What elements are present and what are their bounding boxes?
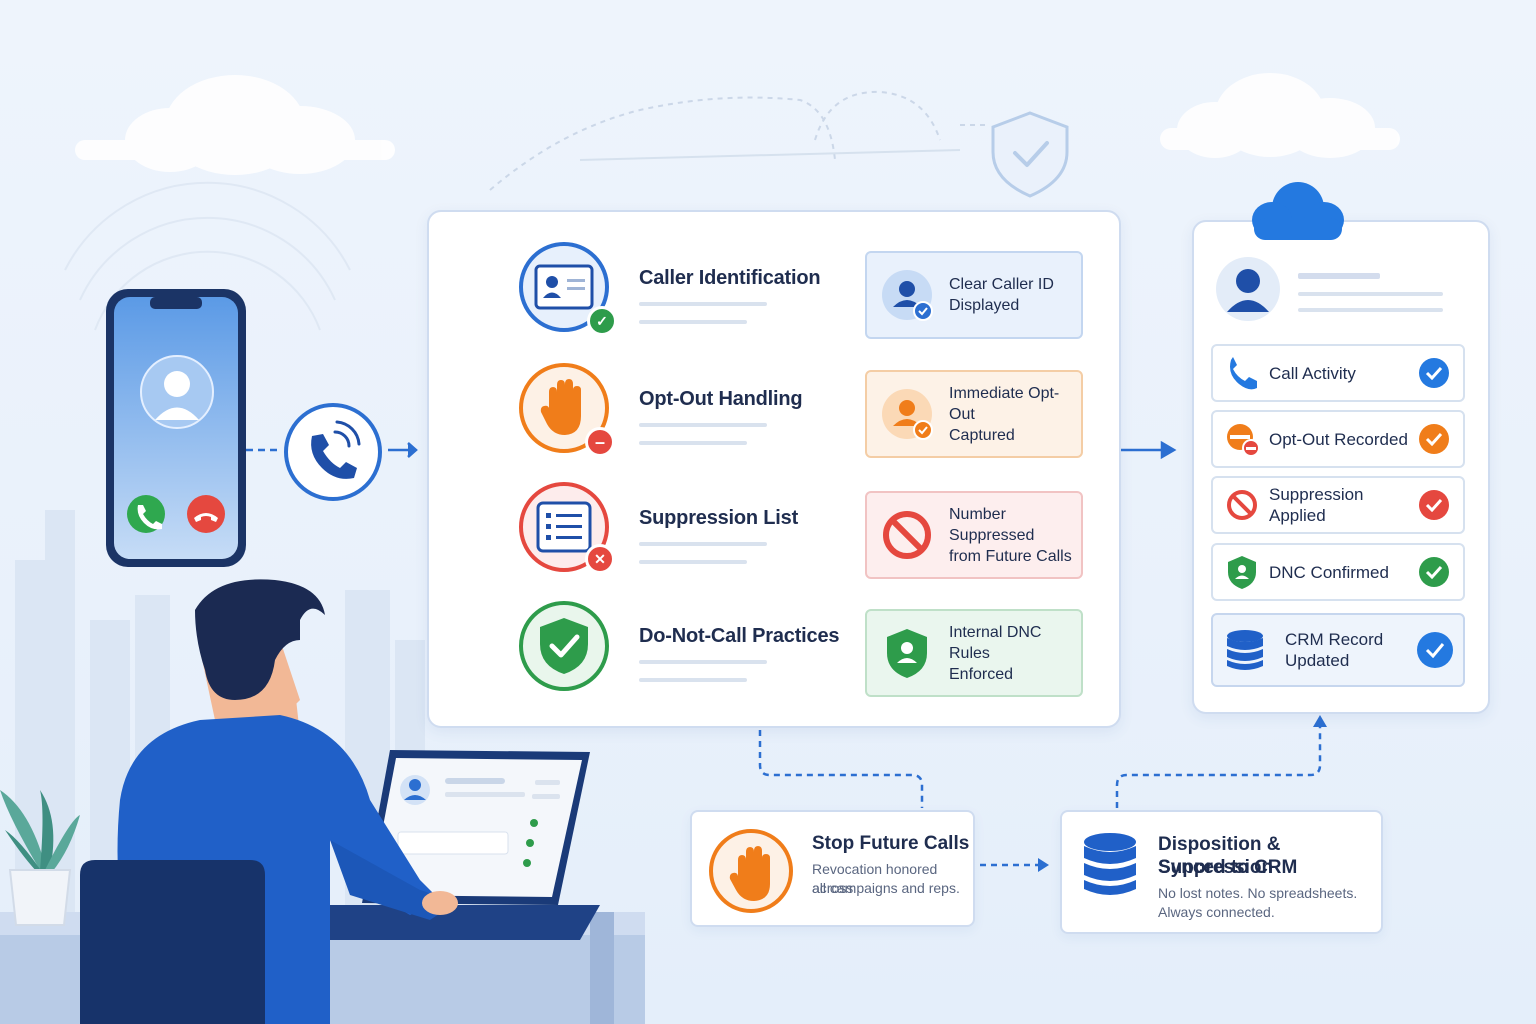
step-title-opt-out-handling: Opt-Out Handling <box>639 388 803 410</box>
x-badge-icon: ✕ <box>585 544 615 574</box>
cloud-right <box>1160 73 1400 158</box>
opt-out-user-icon <box>881 388 933 440</box>
database-icon <box>1225 628 1265 672</box>
prohibited-icon <box>1225 488 1259 522</box>
minus-badge-icon: – <box>585 427 615 457</box>
placeholder-line <box>639 320 747 324</box>
verified-user-icon <box>881 269 933 321</box>
laptop <box>280 750 600 940</box>
crm-item-call-activity: Call Activity <box>1211 344 1465 402</box>
check-icon <box>1419 490 1449 520</box>
result-clear-caller-id: Clear Caller ID Displayed <box>865 251 1083 339</box>
bottom-dashed-flow <box>758 726 1322 867</box>
crm-item-label: Suppression Applied <box>1269 485 1364 525</box>
opt-out-icon <box>1225 422 1260 457</box>
check-badge-icon: ✓ <box>587 306 617 336</box>
crm-item-opt-out-recorded: Opt-Out Recorded <box>1211 410 1465 468</box>
stop-future-calls-title: Stop Future Calls <box>812 833 970 854</box>
phone-icon <box>1225 356 1259 390</box>
placeholder-line <box>639 542 767 546</box>
decline-call-icon[interactable] <box>187 495 225 533</box>
stop-hand-icon <box>540 379 581 435</box>
check-icon <box>1419 557 1449 587</box>
stop-hand-icon <box>709 829 793 913</box>
id-card-icon <box>534 264 594 310</box>
placeholder-line <box>639 423 767 427</box>
shield-user-icon <box>881 627 933 679</box>
stop-future-calls-sub: Revocation honored across <box>812 861 938 896</box>
placeholder-line <box>639 660 767 664</box>
result-line: from Future Calls <box>949 547 1072 565</box>
crm-item-label: Opt-Out Recorded <box>1269 429 1408 449</box>
disposition-sync-title: Disposition & Suppression <box>1158 834 1281 878</box>
avatar <box>1216 257 1280 321</box>
top-dashed-arcs <box>489 90 990 191</box>
step-title-suppression-list: Suppression List <box>639 507 799 529</box>
result-line: Immediate Opt-Out <box>949 384 1060 423</box>
suppression-list-icon-circle <box>519 482 609 572</box>
placeholder-line <box>1298 308 1443 312</box>
placeholder-line <box>1298 292 1443 296</box>
database-icon <box>1084 833 1136 895</box>
stop-future-calls-sub: all campaigns and reps. <box>812 880 960 896</box>
result-line: Clear Caller ID <box>949 276 1054 293</box>
step-title-do-not-call-practices: Do-Not-Call Practices <box>639 625 840 647</box>
crm-item-label: DNC Confirmed <box>1269 562 1389 582</box>
placeholder-line <box>1298 273 1380 279</box>
check-icon <box>1419 424 1449 454</box>
check-icon <box>1419 358 1449 388</box>
result-line: Number Suppressed <box>949 505 1035 544</box>
disposition-sync-card: Disposition & Suppression Synced to CRM … <box>1060 810 1383 934</box>
crm-record-line: CRM Record <box>1285 630 1384 649</box>
person-illustration <box>80 579 458 1024</box>
result-line: Internal DNC Rules <box>949 623 1042 662</box>
step-title-caller-identification: Caller Identification <box>639 267 821 289</box>
result-line: Displayed <box>949 297 1020 314</box>
dnc-icon-circle <box>519 601 609 691</box>
shield-top-icon <box>991 111 1069 198</box>
disposition-sync-sub: Always connected. <box>1158 904 1275 920</box>
prohibited-icon <box>881 509 933 561</box>
crm-record-updated: CRM Record Updated <box>1211 613 1465 687</box>
placeholder-line <box>639 678 747 682</box>
result-line: Enforced <box>949 665 1014 683</box>
incoming-call-icon <box>284 403 382 501</box>
cloud-icon <box>1252 182 1344 240</box>
result-number-suppressed: Number Suppressed from Future Calls <box>865 491 1083 579</box>
disposition-sync-sub: No lost notes. No spreadsheets. <box>1158 885 1358 901</box>
list-icon <box>536 501 592 553</box>
phone-device <box>106 289 246 567</box>
shield-user-icon <box>1225 555 1259 589</box>
crm-record-line: Updated <box>1285 651 1350 670</box>
crm-item-suppression-applied: Suppression Applied <box>1211 476 1465 534</box>
placeholder-line <box>639 560 747 564</box>
shield-check-icon <box>540 618 588 674</box>
stop-future-calls-card: Stop Future Calls Revocation honored acr… <box>690 810 975 927</box>
crm-item-dnc-confirmed: DNC Confirmed <box>1211 543 1465 601</box>
plant-icon <box>0 790 80 926</box>
answer-call-icon[interactable] <box>127 495 165 533</box>
cloud-left <box>75 75 395 175</box>
crm-item-label: Call Activity <box>1269 363 1356 383</box>
placeholder-line <box>639 302 767 306</box>
result-line: Captured <box>949 426 1015 444</box>
placeholder-line <box>639 441 747 445</box>
disposition-sync-title: Synced to CRM <box>1158 857 1298 878</box>
check-icon <box>1417 632 1453 668</box>
